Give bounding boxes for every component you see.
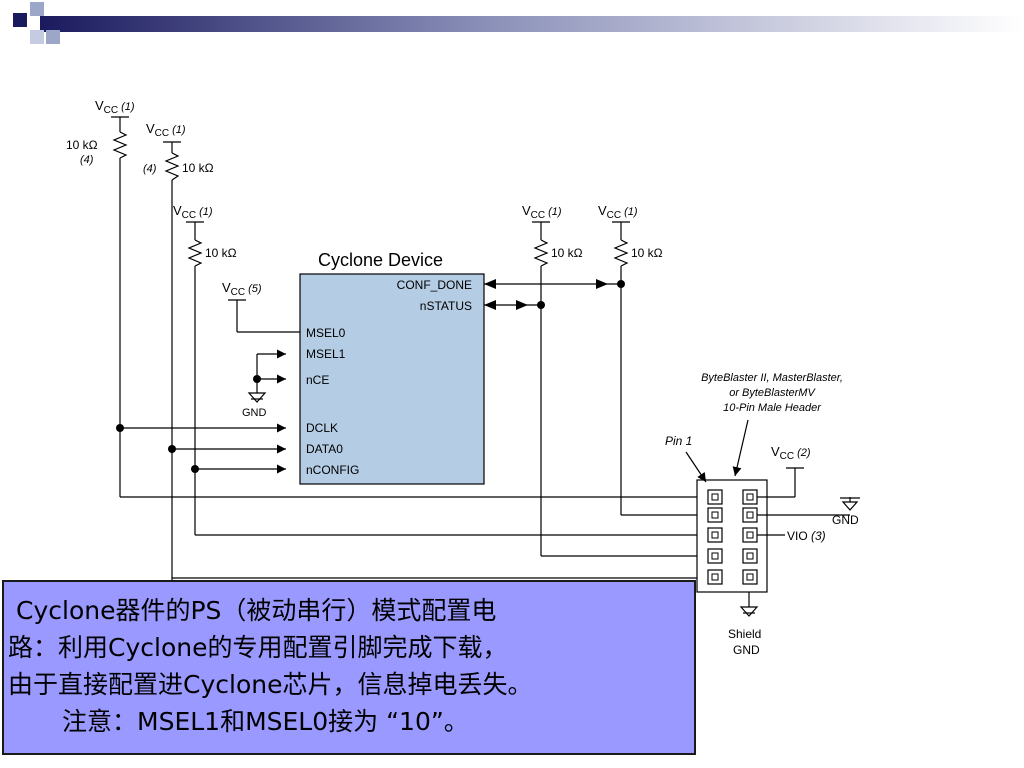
- conf-done-arrow-in: [484, 279, 496, 289]
- header-desc-line1: ByteBlaster II, MasterBlaster,: [701, 372, 843, 384]
- header-pin: [742, 507, 758, 523]
- header-gradient: [40, 16, 1024, 32]
- caption-line-1: Cyclone器件的PS（被动串行）模式配置电: [16, 596, 497, 625]
- junction-dot: [537, 301, 545, 309]
- vio-label: VIO (3): [787, 529, 826, 543]
- ground-symbol-shield: [739, 606, 759, 617]
- pin-conf-done: CONF_DONE: [397, 278, 472, 292]
- shield-gnd-label: GND: [733, 643, 760, 657]
- res-label-2: 10 kΩ: [182, 161, 214, 175]
- header-pin: [707, 569, 723, 585]
- pin-nce: nCE: [306, 373, 329, 387]
- pin-nstatus: nSTATUS: [420, 299, 472, 313]
- header-desc-line3: 10-Pin Male Header: [723, 402, 822, 414]
- pin-data0: DATA0: [306, 442, 343, 456]
- header-pin: [742, 489, 758, 505]
- nstatus-arrow-out: [516, 300, 528, 310]
- header-pin: [707, 548, 723, 564]
- resistor-5: [613, 239, 629, 267]
- vcc-label-2: VCC(1): [146, 121, 186, 139]
- header-pin: [707, 527, 723, 543]
- pin-msel0: MSEL0: [306, 326, 346, 340]
- junction-dot: [116, 424, 124, 432]
- header-pin: [742, 548, 758, 564]
- header-square-light-2: [46, 30, 60, 44]
- pin-msel1: MSEL1: [306, 347, 346, 361]
- header-pin: [742, 569, 758, 585]
- caption-line-4: 注意：MSEL1和MSEL0接为 “10”。: [62, 707, 469, 736]
- res-label-5: 10 kΩ: [631, 246, 663, 260]
- res-label-4: 10 kΩ: [551, 246, 583, 260]
- res-note-1: (4): [80, 154, 94, 166]
- gnd-label-right: GND: [832, 513, 859, 527]
- vcc-label-msel: VCC(5): [222, 280, 262, 298]
- junction-dot: [253, 375, 261, 383]
- res-note-2: (4): [143, 163, 157, 175]
- vcc-label-3: VCC(1): [173, 203, 213, 221]
- vcc-label-header: VCC(2): [771, 444, 811, 462]
- vcc-label-4: VCC(1): [522, 203, 562, 221]
- nstatus-arrow-in: [484, 300, 496, 310]
- pin1-label: Pin 1: [665, 434, 692, 448]
- resistor-1: [112, 131, 128, 159]
- gnd-label-left: GND: [242, 407, 267, 419]
- res-label-3: 10 kΩ: [205, 246, 237, 260]
- shield-label: Shield: [728, 627, 761, 641]
- vcc-label-1: VCC(1): [95, 98, 135, 116]
- header-square-light-1: [30, 2, 44, 16]
- ground-symbol-gnd-right: [841, 501, 859, 511]
- junction-dot: [191, 465, 199, 473]
- caption-box: Cyclone器件的PS（被动串行）模式配置电 路：利用Cyclone的专用配置…: [2, 580, 696, 755]
- cyclone-device-box: [299, 273, 485, 485]
- pin-nconfig: nCONFIG: [306, 463, 359, 477]
- header-pin: [742, 527, 758, 543]
- slide-header-bar: [13, 2, 1024, 44]
- header-square-navy: [13, 13, 27, 27]
- vcc-label-5: VCC(1): [598, 203, 638, 221]
- header-square-light-3: [30, 30, 44, 44]
- res-label-1: 10 kΩ: [66, 138, 98, 152]
- junction-dot: [617, 280, 625, 288]
- caption-line-3: 由于直接配置进Cyclone芯片，信息掉电丢失。: [8, 670, 533, 699]
- pin-dclk: DCLK: [306, 421, 338, 435]
- resistor-2: [164, 152, 180, 181]
- device-title: Cyclone Device: [318, 250, 443, 270]
- caption-line-2: 路：利用Cyclone的专用配置引脚完成下载，: [8, 633, 508, 662]
- conf-done-arrow-out: [596, 279, 608, 289]
- resistor-4: [533, 239, 549, 267]
- ground-symbol-gnd-left: [247, 392, 267, 403]
- resistor-3: [187, 239, 203, 267]
- junction-dot: [168, 445, 176, 453]
- header-desc-line2: or ByteBlasterMV: [729, 387, 816, 399]
- header-pin: [707, 489, 723, 505]
- header-pin: [707, 507, 723, 523]
